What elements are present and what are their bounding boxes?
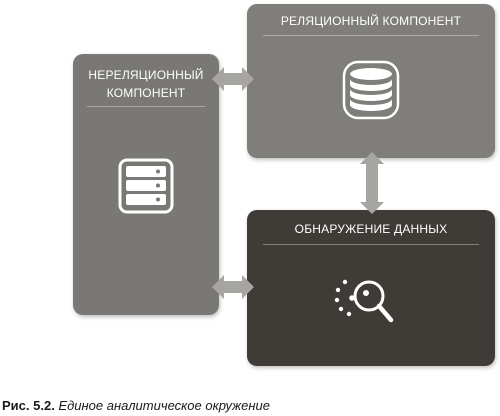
nonrelational-title-line2: КОМПОНЕНТ bbox=[106, 86, 186, 100]
nonrelational-component-box: НЕРЕЛЯЦИОННЫЙ КОМПОНЕНТ bbox=[73, 54, 219, 315]
relational-title: РЕЛЯЦИОННЫЙ КОМПОНЕНТ bbox=[280, 14, 462, 28]
figure-caption-text: Единое аналитическое окружение bbox=[58, 398, 270, 413]
server-stack-icon bbox=[118, 158, 174, 214]
figure-number: Рис. 5.2. bbox=[2, 398, 55, 413]
discovery-title: ОБНАРУЖЕНИЕ ДАННЫХ bbox=[294, 222, 448, 236]
database-icon bbox=[342, 60, 400, 120]
arrow-nonrelational-relational bbox=[212, 67, 254, 91]
nonrelational-divider bbox=[87, 106, 205, 107]
relational-component-box: РЕЛЯЦИОННЫЙ КОМПОНЕНТ bbox=[247, 4, 495, 158]
nonrelational-title-line1: НЕРЕЛЯЦИОННЫЙ bbox=[88, 68, 204, 82]
magnifier-discovery-icon bbox=[334, 279, 394, 323]
discovery-divider bbox=[263, 244, 479, 245]
data-discovery-box: ОБНАРУЖЕНИЕ ДАННЫХ bbox=[247, 210, 495, 366]
relational-divider bbox=[263, 35, 479, 36]
figure-caption: Рис. 5.2. Единое аналитическое окружение bbox=[2, 398, 270, 413]
arrow-relational-discovery bbox=[360, 152, 384, 214]
arrow-nonrelational-discovery bbox=[212, 275, 254, 299]
